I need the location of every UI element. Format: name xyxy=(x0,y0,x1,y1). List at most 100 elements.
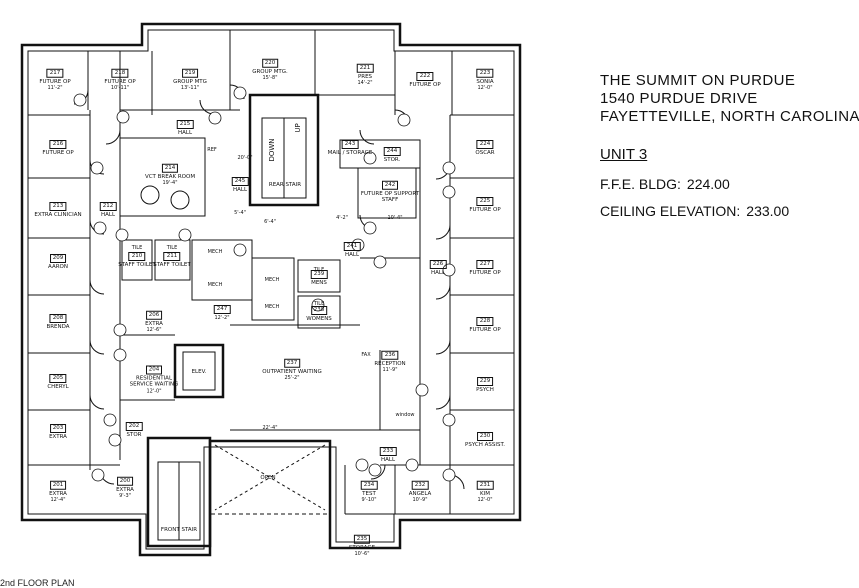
ffe-value: 224.00 xyxy=(686,176,730,192)
room-relev: ELEV. xyxy=(192,369,207,376)
unit-label: UNIT 3 xyxy=(600,146,648,163)
room-label: VCT BREAK ROOM xyxy=(144,173,196,180)
room-number: 204 xyxy=(145,365,163,374)
room-label: CHERYL xyxy=(47,383,69,390)
room-label: HALL xyxy=(344,251,360,258)
plan-label-window: window xyxy=(395,412,415,418)
plan-label-tile2: TILE xyxy=(166,245,178,251)
room-label: STOR xyxy=(126,431,142,438)
room-label: STAFF TOILET xyxy=(118,261,156,268)
room-label: RESIDENTIAL SERVICE WAITING xyxy=(129,375,179,388)
project-name: THE SUMMIT ON PURDUE xyxy=(600,72,796,89)
room-number: 219 xyxy=(181,68,199,78)
ffe-label: F.F.E. BLDG: xyxy=(600,176,681,192)
room-number: 227 xyxy=(476,260,494,269)
room-number: 211 xyxy=(163,252,181,261)
plan-label-dim-22-4: 22'-4" xyxy=(262,425,278,431)
room-label: AARON xyxy=(48,263,68,270)
room-label: HALL xyxy=(232,186,248,193)
room-number: 209 xyxy=(49,254,67,263)
room-label: FUTURE OP xyxy=(469,206,501,213)
room-number: 224 xyxy=(476,140,494,149)
room-label: EXTRA xyxy=(49,433,67,440)
room-label: OUTPATIENT WAITING xyxy=(262,368,322,375)
room-label: PRES xyxy=(357,73,373,80)
room-label: FUTURE OP SUPPORT STAFF xyxy=(360,190,420,203)
room-number: 210 xyxy=(128,252,146,261)
room-label: EXTRA xyxy=(116,486,134,493)
room-label: FUTURE OP xyxy=(409,81,441,88)
room-label: FUTURE OP xyxy=(469,269,501,276)
room-dimension: 12'-2" xyxy=(214,314,230,321)
room-dimension: 11'-2" xyxy=(47,84,63,91)
room-label: HALL xyxy=(380,456,396,463)
room-label: PSYCH xyxy=(476,386,494,393)
plan-label-dim-20-0: 20'-0" xyxy=(237,155,253,161)
room-label: FUTURE OP xyxy=(39,78,71,85)
room-label: HALL xyxy=(100,211,116,218)
room-dimension: 9'-10" xyxy=(361,496,377,503)
room-dimension: 12'-0" xyxy=(146,388,162,394)
room-dimension: 15'-8" xyxy=(262,74,278,81)
room-label: SONIA xyxy=(476,78,494,85)
plan-label-mech2: MECH xyxy=(207,282,223,288)
plan-label-dim-5-4: 5'-4" xyxy=(234,210,246,216)
room-r246: REAR STAIR xyxy=(269,182,301,189)
room-label: EXTRA CLINICIAN xyxy=(34,211,82,218)
room-number: 235 xyxy=(353,534,371,544)
plan-label-dim-6-4: 6'-4" xyxy=(264,219,276,225)
plan-label-tile1: TILE xyxy=(131,245,143,251)
room-dimension: 12'-6" xyxy=(146,326,162,333)
room-number: 236 xyxy=(381,350,399,360)
room-label: TEST xyxy=(362,490,376,497)
room-number: 202 xyxy=(125,422,143,431)
room-dimension: 9'-3" xyxy=(119,492,131,499)
room-label: FUTURE OP xyxy=(469,326,501,333)
plan-label-mech4: MECH xyxy=(264,304,280,310)
room-number: 212 xyxy=(99,202,117,211)
room-label: HALL xyxy=(177,129,193,136)
room-number: 229 xyxy=(476,377,494,386)
room-number: 238 xyxy=(310,306,328,315)
plan-label-fax: FAX xyxy=(361,352,371,358)
room-dimension: 12'-0" xyxy=(477,496,493,503)
room-number: 242 xyxy=(381,180,399,190)
room-number: 208 xyxy=(49,314,67,323)
room-number: 200 xyxy=(116,476,134,486)
room-number: 241 xyxy=(343,242,361,251)
room-number: 201 xyxy=(49,480,67,490)
room-label: OPEN xyxy=(260,474,276,481)
room-number: 239 xyxy=(310,270,328,279)
plan-label-up: UP xyxy=(294,123,302,133)
room-label: ANGELA xyxy=(408,490,432,497)
room-number: 231 xyxy=(476,480,494,490)
